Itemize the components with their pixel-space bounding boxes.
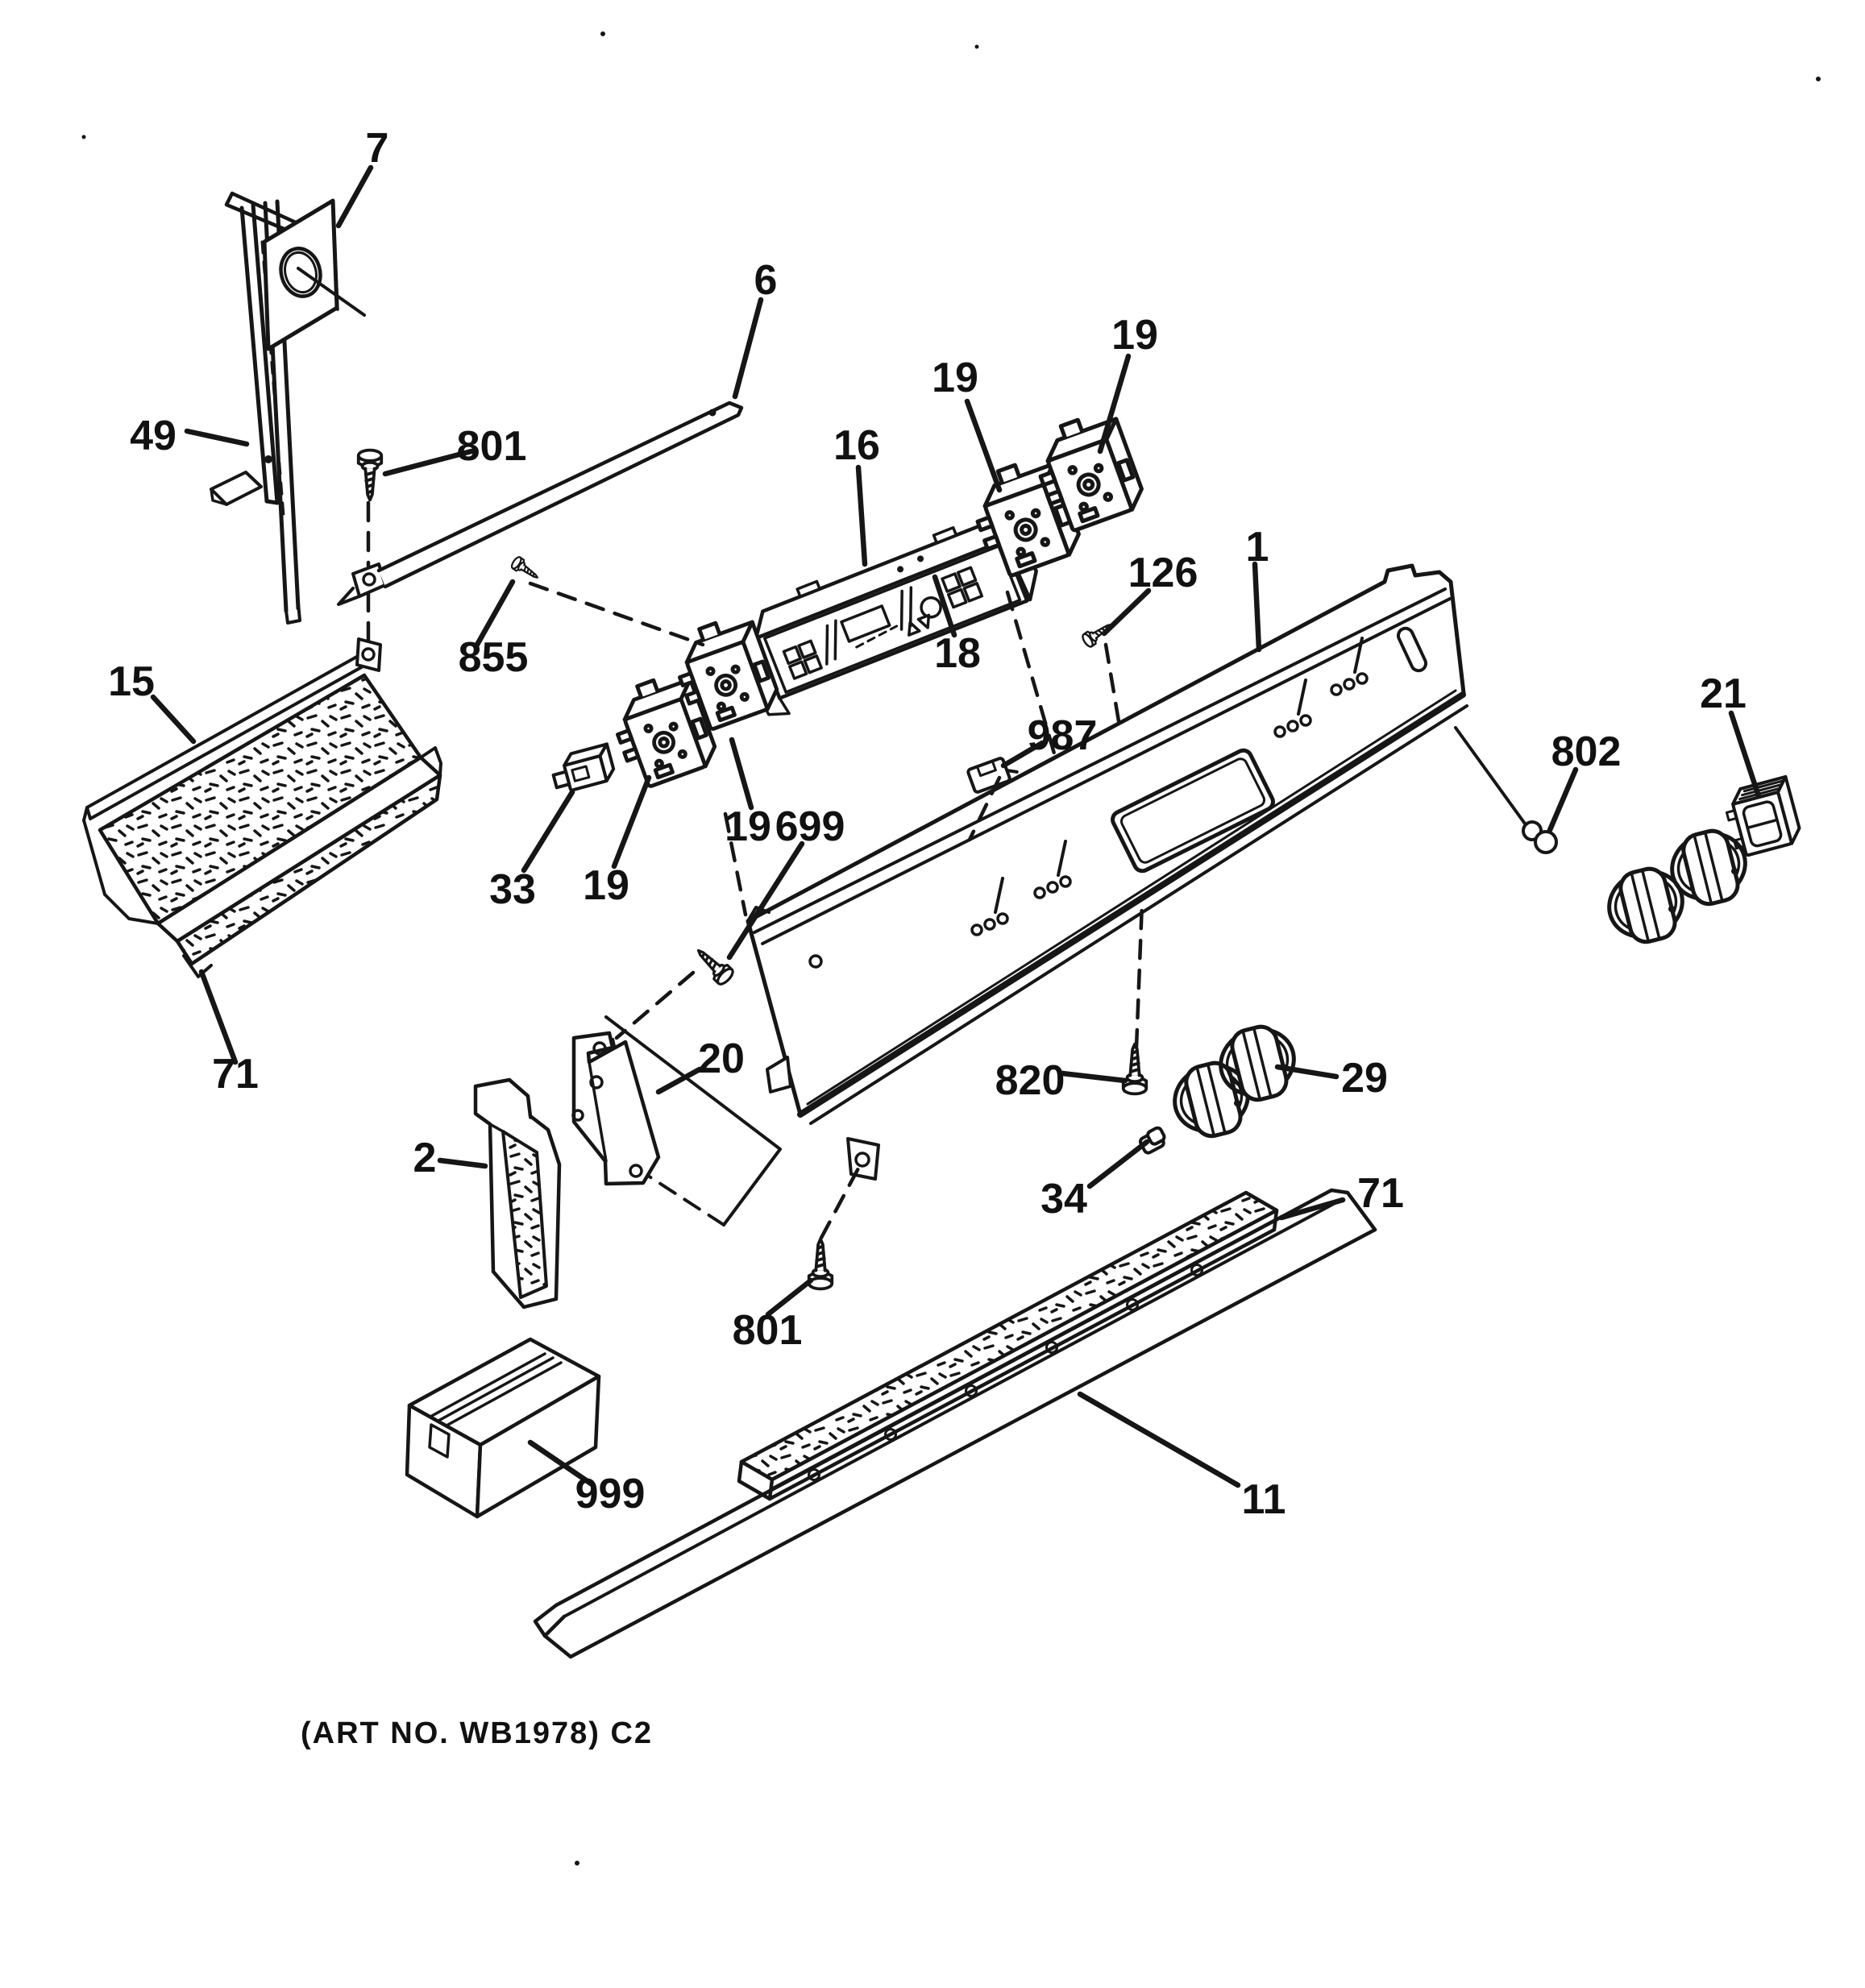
callout-c802: 802	[1551, 728, 1622, 775]
part-33-switch	[551, 742, 616, 792]
art-number-note: (ART NO. WB1978) C2	[301, 1716, 653, 1750]
part-1-control-panel	[746, 563, 1531, 1181]
panel-hole-group	[1273, 679, 1312, 738]
callout-c49: 49	[130, 413, 177, 459]
callout-c126: 126	[1128, 550, 1198, 596]
callout-c16: 16	[833, 422, 880, 469]
callout-c6: 6	[754, 257, 778, 304]
part-7-access-plate	[262, 198, 366, 351]
callout-c999: 999	[575, 1471, 646, 1517]
callout-c801b: 801	[733, 1307, 803, 1354]
part-802-fastener	[1522, 820, 1558, 854]
part-18-display-overlay	[763, 544, 1022, 694]
assembly-dash-lines	[366, 500, 1144, 1240]
panel-hole-group	[1330, 637, 1369, 696]
callout-c34: 34	[1040, 1176, 1087, 1222]
callout-c820: 820	[995, 1057, 1065, 1104]
callout-c21: 21	[1700, 670, 1747, 717]
panel-hole-group	[970, 877, 1009, 936]
callout-c19c: 19	[583, 862, 629, 909]
callout-c18: 18	[934, 630, 981, 677]
callout-c15: 15	[108, 658, 155, 705]
leader-lines	[150, 164, 1762, 1488]
callout-c699: 699	[775, 803, 845, 850]
panel-ear-left	[766, 1056, 792, 1094]
callout-c19a: 19	[932, 355, 978, 401]
display-window	[1111, 748, 1275, 874]
part-6-trim-strip	[337, 401, 744, 606]
callout-c71L: 71	[212, 1051, 259, 1098]
callout-c1: 1	[1246, 524, 1269, 571]
part-15-channel-bracket	[82, 637, 442, 978]
panel-hole-group	[1033, 840, 1072, 899]
part-987-clip	[966, 757, 1019, 794]
callout-c987: 987	[1028, 712, 1098, 759]
part-34-clip	[1138, 1126, 1166, 1155]
bracket-foot-tab	[210, 471, 263, 506]
callout-c19d: 19	[725, 803, 771, 850]
part-20-bracket-plate	[571, 1031, 661, 1186]
callout-c855: 855	[459, 634, 529, 681]
channel-mount-tab	[355, 637, 382, 672]
callout-c2: 2	[413, 1135, 437, 1181]
stray-marks	[81, 31, 1821, 1866]
part-11-trim-strip	[533, 1188, 1377, 1659]
callout-c11: 11	[1242, 1476, 1286, 1523]
panel-slot	[1396, 626, 1428, 673]
callout-c33: 33	[489, 866, 536, 913]
panel-ear-bottom	[846, 1137, 880, 1181]
callout-c801t: 801	[457, 423, 527, 470]
part-2-support-bracket	[473, 1077, 562, 1309]
callout-c29: 29	[1341, 1055, 1388, 1102]
callout-c71R: 71	[1357, 1170, 1404, 1217]
callout-c20: 20	[698, 1036, 745, 1082]
callout-c7: 7	[366, 125, 389, 172]
callout-c19b: 19	[1111, 312, 1158, 359]
